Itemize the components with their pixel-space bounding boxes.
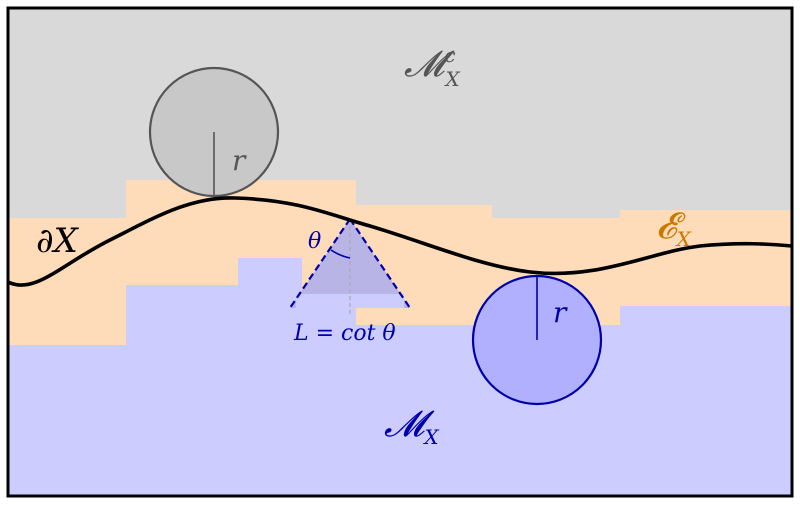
- cone-base-band: [296, 294, 404, 308]
- boundary-label: ∂X: [36, 221, 80, 261]
- frame: [6, 6, 794, 498]
- bottom-radius-label: r: [553, 296, 568, 329]
- error-band: [8, 180, 792, 345]
- region-mx: [8, 258, 792, 496]
- cone-left-edge: [289, 218, 351, 309]
- top-radius-label: r: [232, 144, 247, 177]
- angle-label: θ: [308, 229, 321, 254]
- cone-right-edge: [349, 218, 411, 309]
- cone-angle-arc: [330, 249, 351, 259]
- boundary-curve: [8, 196, 792, 287]
- cone-length-label: L = cot θ: [293, 321, 396, 346]
